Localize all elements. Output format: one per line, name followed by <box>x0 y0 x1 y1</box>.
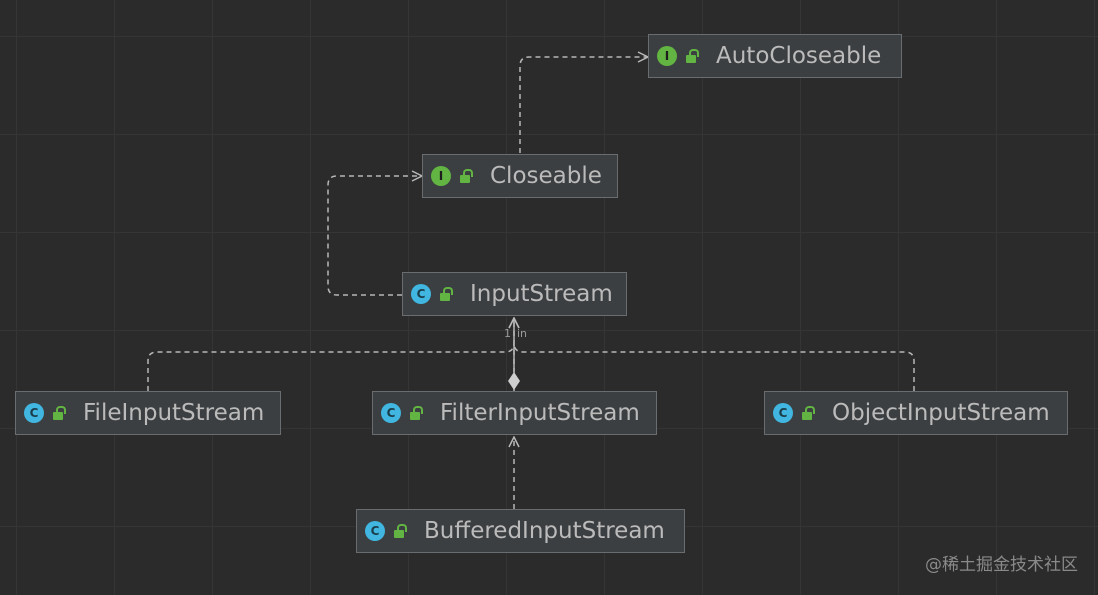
edge-objectinputstream-to-inputstream <box>513 342 915 391</box>
lock-open-icon <box>392 523 407 539</box>
node-fileinputstream[interactable]: C FileInputStream <box>15 391 281 435</box>
node-inputstream[interactable]: C InputStream <box>402 272 627 316</box>
lock-open-icon <box>438 286 453 302</box>
node-label: FilterInputStream <box>440 400 640 426</box>
lock-open-icon <box>458 168 473 184</box>
node-label: BufferedInputStream <box>424 518 665 544</box>
composition-diamond <box>508 372 520 390</box>
multiplicity-label-1: 1 <box>504 327 511 340</box>
node-bufferedinputstream[interactable]: C BufferedInputStream <box>356 509 685 553</box>
lock-open-icon <box>408 405 423 421</box>
class-badge-icon: C <box>411 284 431 304</box>
edge-closeable-to-autocloseable <box>519 57 648 153</box>
interface-badge-icon: I <box>657 46 677 66</box>
node-label: FileInputStream <box>83 400 265 426</box>
node-filterinputstream[interactable]: C FilterInputStream <box>372 391 657 435</box>
node-label: InputStream <box>470 281 613 307</box>
multiplicity-label-in: in <box>517 327 528 340</box>
watermark: @稀土掘金技术社区 <box>925 555 1078 575</box>
class-badge-icon: C <box>365 521 385 541</box>
interface-badge-icon: I <box>431 166 451 186</box>
node-closeable[interactable]: I Closeable <box>422 154 618 198</box>
lock-open-icon <box>800 405 815 421</box>
class-badge-icon: C <box>24 403 44 423</box>
node-objectinputstream[interactable]: C ObjectInputStream <box>764 391 1068 435</box>
class-badge-icon: C <box>773 403 793 423</box>
class-badge-icon: C <box>381 403 401 423</box>
edge-fileinputstream-to-inputstream <box>147 318 514 391</box>
node-label: AutoCloseable <box>716 43 882 69</box>
node-label: ObjectInputStream <box>832 400 1050 426</box>
node-autocloseable[interactable]: I AutoCloseable <box>648 34 902 78</box>
lock-open-icon <box>684 48 699 64</box>
lock-open-icon <box>51 405 66 421</box>
node-label: Closeable <box>490 163 602 189</box>
